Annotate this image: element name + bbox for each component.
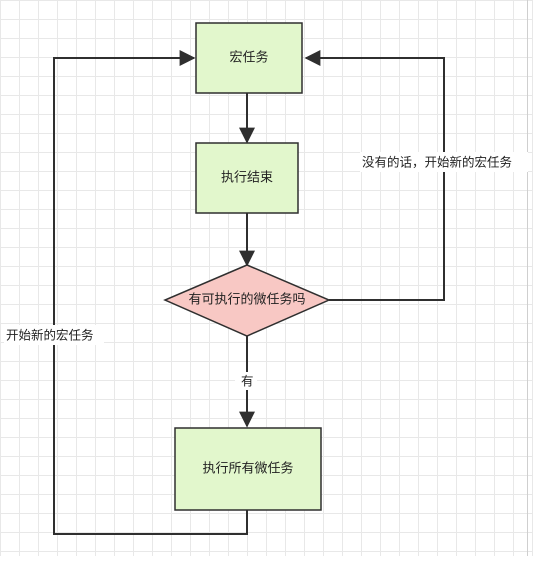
edge-yes-label: 有 — [241, 374, 254, 389]
node-macrotask — [195, 22, 303, 94]
edge-restart-label: 开始新的宏任务 — [6, 328, 94, 343]
node-decision-label: 有可执行的微任务吗 — [188, 292, 305, 308]
node-exec-all-micro — [174, 427, 322, 511]
node-decision-has-microtask — [163, 264, 331, 337]
edge-exec-all-micro-to-macrotask — [53, 50, 248, 535]
edge-restart-label-bg — [4, 325, 104, 345]
edge-no-label-bg — [360, 152, 528, 172]
canvas-border — [527, 0, 528, 556]
edge-decision-no-to-macrotask — [304, 50, 445, 301]
canvas-footer — [0, 556, 533, 579]
node-exec-all-micro-label: 执行所有微任务 — [202, 461, 293, 477]
node-exec-end — [195, 142, 299, 214]
edge-yes-label-bg — [235, 372, 257, 390]
node-exec-end-label: 执行结束 — [221, 171, 273, 186]
edge-no-label: 没有的话，开始新的宏任务 — [362, 155, 512, 170]
node-macrotask-label: 宏任务 — [229, 50, 268, 66]
